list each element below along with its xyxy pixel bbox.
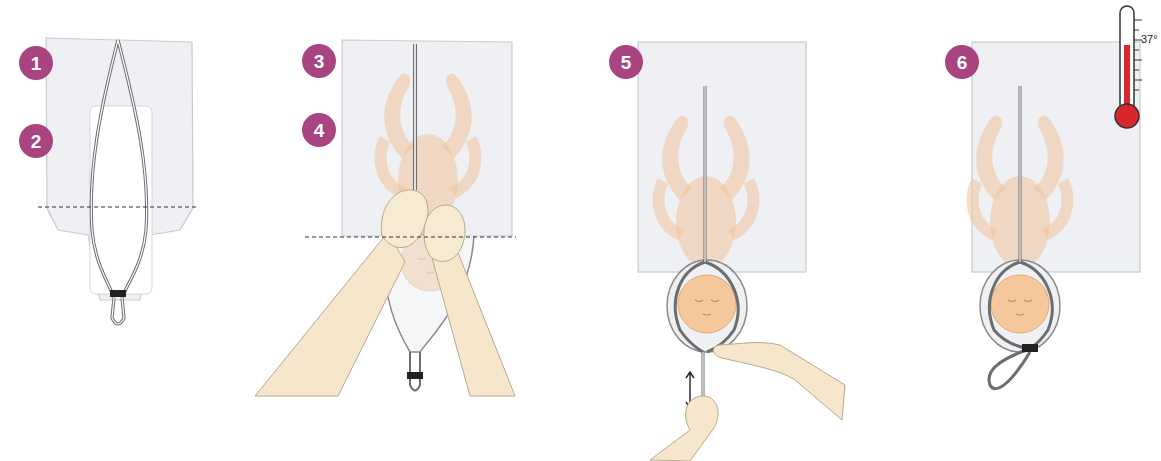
bag-hood	[980, 260, 1060, 352]
drawstring	[413, 44, 417, 190]
cord-stopper	[407, 372, 423, 379]
gloved-hand	[424, 205, 465, 261]
step-number-text: 5	[621, 53, 632, 72]
plastic-bag	[638, 42, 806, 272]
step-number-text: 2	[31, 132, 42, 151]
step-number-text: 6	[957, 53, 968, 72]
step-circle	[302, 113, 336, 147]
step-circle	[19, 124, 53, 158]
step-number-text: 3	[314, 52, 325, 71]
step-number: 4	[302, 113, 336, 147]
step-circle	[609, 45, 643, 79]
thermometer-bulb	[1115, 104, 1139, 128]
drawstring	[989, 86, 1052, 389]
gloved-hand	[650, 396, 718, 461]
step-number-text: 4	[314, 121, 325, 140]
cut-line	[38, 207, 197, 208]
baby-head	[678, 275, 736, 333]
baby-head	[991, 275, 1049, 333]
step-circle	[945, 45, 979, 79]
drawstring	[675, 86, 738, 415]
cut-line	[305, 237, 516, 238]
arm-glove	[255, 232, 405, 396]
step-circle	[19, 46, 53, 80]
temperature-label: 37°	[1141, 33, 1158, 45]
bag-hood	[667, 260, 747, 352]
step-number: 2	[19, 124, 53, 158]
cord-stopper	[110, 290, 126, 297]
step-number: 3	[302, 44, 336, 78]
drawstring	[91, 40, 146, 324]
drawstring	[703, 86, 705, 415]
gloved-hand	[381, 190, 428, 248]
arm-glove	[432, 245, 515, 396]
thermometer-ticks	[1134, 20, 1142, 90]
step-number: 6	[945, 45, 979, 79]
plastic-bag	[46, 38, 193, 300]
cord-stopper	[1022, 344, 1038, 352]
step-number-text: 1	[31, 54, 42, 73]
step-number: 1	[19, 46, 53, 80]
gloved-hand	[713, 343, 845, 420]
step-number: 5	[609, 45, 643, 79]
drawstring	[414, 44, 416, 190]
drawstring	[1019, 86, 1020, 262]
step-circle	[302, 44, 336, 78]
drawstring-loop	[410, 352, 420, 391]
